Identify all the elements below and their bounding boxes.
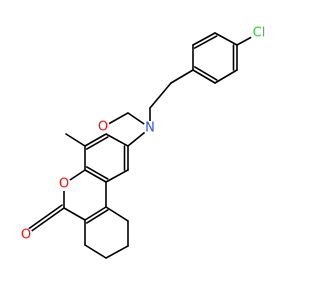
bond-cy2-cy3: [105, 245, 129, 259]
bond-p5-p6-double: [193, 35, 218, 49]
atom-n: N: [143, 121, 157, 136]
molecule-structure: Cl N O O O: [19, 24, 268, 259]
atom-o-carbonyl-label: O: [21, 228, 31, 243]
bond-aC1-aC2: [105, 169, 129, 183]
bond-cy4-t2: [105, 206, 129, 222]
bond-aC4-aC5-double: [85, 136, 109, 150]
bond-p4-e1: [170, 69, 194, 84]
atom-o-ring-ether-label: O: [98, 120, 108, 135]
bond-p3-p4: [192, 69, 216, 84]
atom-n-label: N: [145, 121, 155, 136]
bond-p6-p1: [214, 32, 238, 46]
atom-labels: Cl N O O O: [19, 24, 268, 243]
bond-co-oc-double: [23, 204, 63, 233]
atom-cl-label: Cl: [253, 26, 266, 41]
bond-p5-p6: [192, 32, 216, 46]
bond-t1-t2: [84, 206, 107, 221]
atom-o-carbonyl: O: [19, 228, 33, 243]
bond-p2-p3: [214, 69, 238, 84]
bond-aC2-aC3: [84, 169, 107, 183]
atom-o-ring-ether: O: [96, 120, 110, 135]
bond-co-oc: [25, 207, 65, 236]
bond-p3-p4-double: [193, 66, 218, 81]
bond-e1-e2: [149, 82, 172, 109]
atom-cl: Cl: [250, 24, 268, 42]
bond-cy1-cy2: [84, 244, 107, 259]
bond-aC4-me: [65, 133, 86, 147]
bond-aC5-aC6: [105, 133, 129, 147]
bond-co-t1: [63, 207, 86, 221]
bond-aC4-aC5: [84, 133, 107, 147]
bond-lines: [23, 32, 260, 259]
bond-aC2-aC3-double: [85, 166, 109, 180]
bond-t1-t2-double: [86, 209, 109, 224]
atom-o-lactone: O: [57, 177, 71, 192]
atom-o-lactone-label: O: [59, 177, 69, 192]
